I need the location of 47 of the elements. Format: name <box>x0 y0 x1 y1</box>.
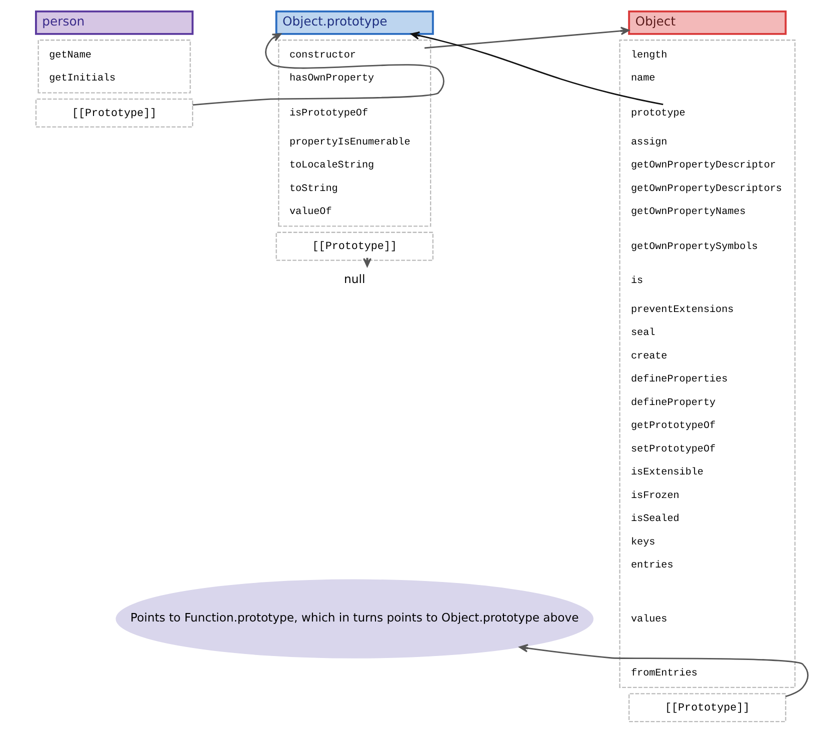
node-text: getPrototypeOf <box>630 421 716 432</box>
node-text: propertyIsEnumerable <box>288 137 410 148</box>
node-text: defineProperties <box>630 374 728 386</box>
node-box: Object <box>628 10 786 35</box>
node-text: isPrototypeOf <box>288 108 368 120</box>
node-text: keys <box>630 537 655 548</box>
node-text: entries <box>630 560 673 572</box>
node-text: assign <box>630 137 667 148</box>
node-text: prototype <box>630 108 685 120</box>
node-ellipse: Points to Function.prototype, which in turns points to Object.prototype above <box>115 579 593 658</box>
node-text: getOwnPropertyDescriptors <box>630 184 782 195</box>
node-text: create <box>630 351 667 362</box>
node-text: getInitials <box>48 74 116 85</box>
arrow <box>362 258 371 268</box>
arrow <box>192 33 444 106</box>
cluster <box>278 40 431 227</box>
node-box: person <box>34 10 194 35</box>
node-text: getOwnPropertySymbols <box>630 242 758 253</box>
node-text: getName <box>48 50 91 62</box>
node-text: valueOf <box>288 207 332 218</box>
node-text: fromEntries <box>630 668 697 680</box>
node-text: defineProperty <box>630 398 716 409</box>
arrow <box>410 31 663 106</box>
node-text: toString <box>288 184 338 195</box>
node-text: constructor <box>288 50 356 62</box>
node-text: isSealed <box>630 514 679 526</box>
node-text: isExtensible <box>630 468 703 479</box>
node-box: [[Prototype]] <box>628 693 786 722</box>
node-box: Object.prototype <box>274 10 434 35</box>
node-text: values <box>630 614 667 626</box>
node-text: null <box>344 272 365 286</box>
arrow <box>424 26 630 49</box>
node-text: preventExtensions <box>630 304 734 316</box>
node-text: hasOwnProperty <box>288 74 374 85</box>
node-text: is <box>630 276 643 288</box>
node-text: getOwnPropertyDescriptor <box>630 160 776 172</box>
node-text: length <box>630 50 667 62</box>
node-text: seal <box>630 328 655 340</box>
arrow <box>518 644 808 698</box>
node-text: getOwnPropertyNames <box>630 207 746 218</box>
node-text: setPrototypeOf <box>630 444 716 456</box>
node-text: isFrozen <box>630 490 679 502</box>
node-box: [[Prototype]] <box>34 98 193 128</box>
cluster <box>618 40 796 688</box>
cluster <box>37 40 190 94</box>
node-text: toLocaleString <box>288 160 374 172</box>
node-text: name <box>630 74 655 85</box>
